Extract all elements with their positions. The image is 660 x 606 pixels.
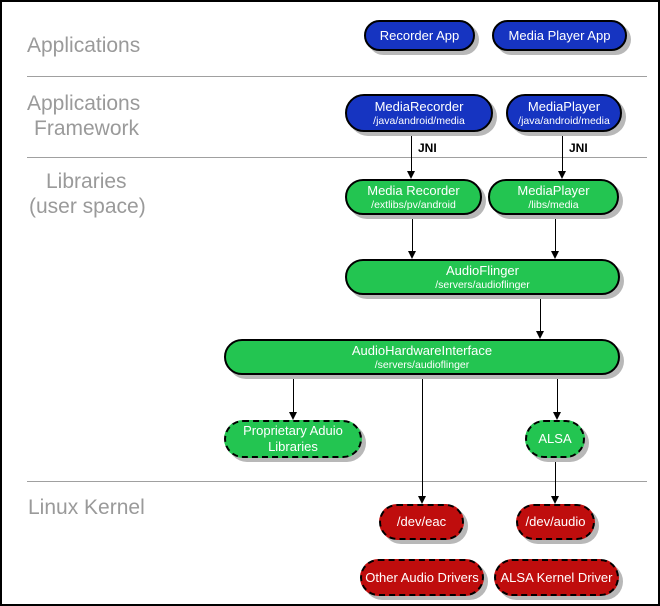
jni-label-1: JNI	[418, 141, 437, 155]
node-title: MediaPlayer	[517, 182, 590, 198]
node-title: AudioHardwareInterface	[351, 342, 493, 358]
node-dev-eac: /dev/eac	[379, 504, 464, 540]
layer-label-linux-kernel: Linux Kernel	[28, 496, 145, 519]
node-subtitle: /libs/media	[528, 198, 579, 211]
divider-libraries-kernel	[27, 481, 647, 482]
jni-label-2: JNI	[569, 141, 588, 155]
arrow-down-icon	[289, 412, 297, 420]
node-subtitle: /extlibs/pv/android	[371, 198, 456, 211]
arrow-down-icon	[551, 251, 559, 259]
arrow-down-icon	[551, 496, 559, 504]
arrow-down-icon	[418, 496, 426, 504]
divider-framework-libraries	[27, 157, 647, 158]
connector-line	[411, 132, 412, 173]
node-subtitle: /servers/audioflinger	[374, 358, 470, 371]
node-media-recorder-lib: Media Recorder /extlibs/pv/android	[345, 179, 482, 215]
node-title: /dev/eac	[396, 514, 447, 530]
node-title: MediaRecorder	[374, 98, 464, 114]
node-title: AudioFlinger	[446, 262, 519, 278]
connector-line	[555, 215, 556, 253]
node-title: Proprietary Aduio Libraries	[243, 423, 343, 454]
node-recorder-app: Recorder App	[364, 20, 475, 51]
node-mediaplayer-lib: MediaPlayer /libs/media	[488, 179, 619, 215]
node-dev-audio: /dev/audio	[516, 504, 595, 540]
node-mediarecorder-framework: MediaRecorder /java/android/media	[345, 94, 493, 132]
node-subtitle: /servers/audioflinger	[435, 278, 530, 291]
connector-line	[557, 376, 558, 414]
layer-label-applications: Applications	[27, 34, 141, 57]
node-title: Other Audio Drivers	[365, 569, 479, 585]
arrow-down-icon	[408, 251, 416, 259]
arrow-down-icon	[553, 412, 561, 420]
arrow-down-icon	[536, 331, 544, 339]
layer-label-framework-line2: Framework	[34, 117, 140, 140]
connector-line	[422, 376, 423, 498]
connector-line	[412, 215, 413, 253]
node-title: ALSA	[538, 431, 572, 447]
layer-label-libraries-line2: (user space)	[29, 195, 146, 218]
divider-applications-framework	[27, 76, 647, 77]
arrow-down-icon	[407, 171, 415, 179]
node-title: /dev/audio	[525, 514, 586, 530]
node-subtitle: /java/android/media	[518, 114, 610, 127]
node-title: MediaPlayer	[527, 98, 601, 114]
node-proprietary-audio-libraries: Proprietary Aduio Libraries	[224, 420, 362, 458]
arrow-down-icon	[558, 171, 566, 179]
node-subtitle: /java/android/media	[373, 114, 465, 127]
node-media-player-app: Media Player App	[492, 20, 627, 51]
node-audioflinger: AudioFlinger /servers/audioflinger	[345, 259, 620, 295]
node-title: Recorder App	[379, 27, 460, 43]
node-mediaplayer-framework: MediaPlayer /java/android/media	[506, 94, 622, 132]
connector-line	[293, 376, 294, 414]
node-alsa: ALSA	[525, 420, 585, 458]
connector-line	[540, 295, 541, 333]
layer-label-libraries-line1: Libraries	[46, 170, 127, 193]
node-title: Media Recorder	[367, 182, 460, 198]
connector-line	[555, 458, 556, 498]
node-title: Media Player App	[508, 27, 611, 43]
node-title: ALSA Kernel Driver	[500, 569, 613, 585]
node-other-audio-drivers: Other Audio Drivers	[360, 559, 484, 596]
connector-line	[562, 132, 563, 173]
layer-label-framework-line1: Applications	[27, 92, 141, 115]
node-alsa-kernel-driver: ALSA Kernel Driver	[494, 559, 619, 596]
node-audio-hardware-interface: AudioHardwareInterface /servers/audiofli…	[224, 339, 620, 375]
